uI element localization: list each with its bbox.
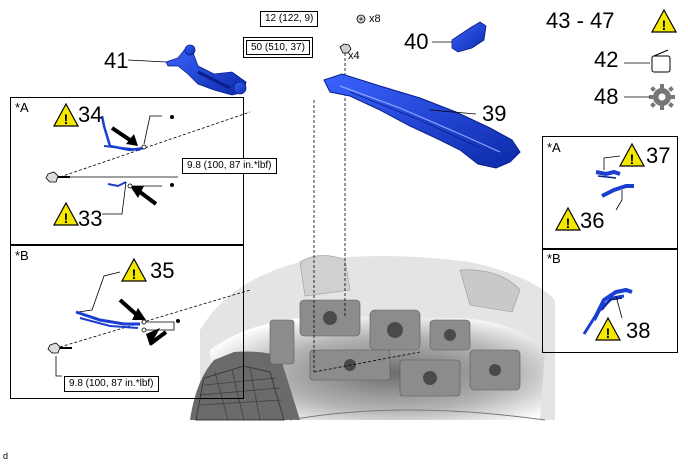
callout-33: 33: [78, 206, 103, 231]
wiper-link-assembly: [165, 44, 247, 96]
torque-spec-nut: 50 (510, 37): [243, 37, 313, 58]
panel-a-right: [542, 136, 678, 250]
panel-b-left-parts: !: [47, 257, 180, 377]
torque-spec-panel-b: 9.8 (100, 87 in.*lbf): [64, 376, 159, 392]
svg-text:!: !: [566, 215, 571, 231]
torque-spec-bolt: 12 (122, 9): [260, 11, 319, 27]
svg-text:!: !: [64, 210, 69, 226]
leader-41: [127, 59, 167, 63]
bolt-icon: [356, 14, 366, 24]
legend-range-label: 43 - 47: [546, 8, 615, 33]
legend-item-48: 48: [594, 84, 619, 109]
svg-text:!: !: [606, 325, 611, 341]
torque-spec-nut-text: 50 (510, 37): [246, 40, 310, 55]
panel-b-right-label: *B: [547, 251, 561, 266]
svg-text:!: !: [64, 111, 69, 127]
bolt-quantity: x8: [369, 13, 381, 25]
panel-b-left: [10, 244, 244, 399]
panel-b-left-label: *B: [15, 248, 29, 263]
legend-item-42: 42: [594, 47, 619, 72]
panel-a-left-label: *A: [15, 100, 29, 115]
nut-icon: [339, 43, 352, 54]
panel-a-right-parts: ! !: [554, 142, 646, 231]
panel-b-right: [542, 248, 678, 353]
callout-35: 35: [150, 258, 175, 283]
callout-36: 36: [580, 208, 605, 233]
panel-a-left-parts: ! !: [45, 102, 178, 226]
callout-34: 34: [78, 102, 103, 127]
legend-warning-icon: !: [650, 8, 678, 33]
bolt-icon: [45, 171, 70, 183]
engine-bay-illustration: [190, 255, 555, 421]
legend-grease-icon: [651, 49, 671, 73]
torque-spec-panel-a: 9.8 (100, 87 in.*lbf): [182, 158, 277, 174]
svg-text:!: !: [662, 17, 667, 33]
svg-text:!: !: [132, 266, 137, 282]
legend-gear-icon: [649, 84, 675, 110]
callout-40: 40: [404, 29, 429, 54]
bolt-icon: [47, 342, 72, 354]
cowl-top-panel: [323, 73, 521, 169]
panel-b-right-parts: !: [582, 287, 633, 341]
illustration-code: d: [3, 451, 9, 461]
callout-41: 41: [104, 48, 129, 73]
cowl-side-cover: [432, 21, 487, 53]
panel-a-right-label: *A: [547, 140, 561, 155]
nut-quantity: x4: [348, 50, 360, 62]
callout-39: 39: [482, 101, 507, 126]
callout-38: 38: [626, 318, 651, 343]
leader-lines: [59, 48, 421, 373]
svg-text:!: !: [630, 151, 635, 167]
callout-37: 37: [646, 143, 671, 168]
